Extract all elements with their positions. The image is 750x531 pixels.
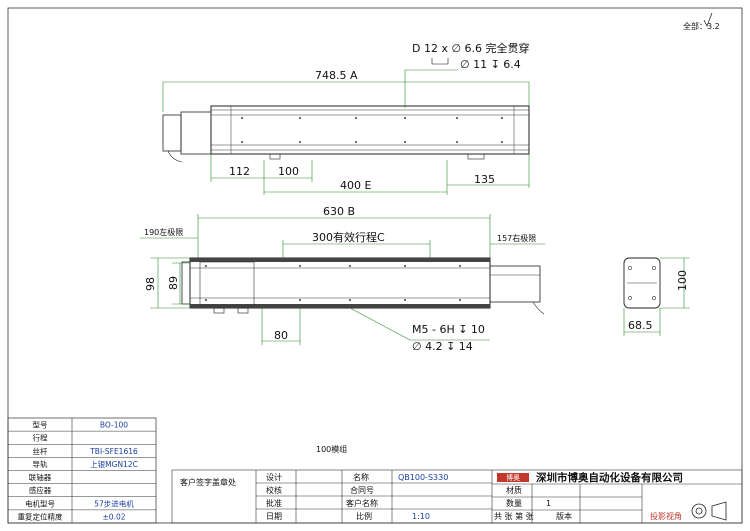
thread-note-line2: ∅ 4.2 ↧ 14	[412, 340, 473, 353]
sheet-count: 共 张 第 张	[494, 511, 534, 521]
counterbore-note: D 12 x ∅ 6.6 完全贯穿 ∅ 11 ↧ 6.4	[404, 41, 530, 108]
side-dimensions	[623, 257, 690, 336]
company-logo-text: 博奥	[506, 473, 520, 482]
front-view	[181, 257, 545, 315]
spec-value: BO-100	[100, 421, 128, 430]
dim-400: 400 E	[340, 179, 371, 192]
name-label: 名称	[353, 472, 369, 482]
title-block	[171, 469, 743, 524]
top-dimensions	[162, 81, 530, 195]
company-logo	[497, 473, 529, 482]
design-label: 设计	[266, 472, 282, 482]
counterbore-line2: ∅ 11 ↧ 6.4	[460, 58, 521, 71]
dim-112: 112	[229, 165, 250, 178]
dim-side-68-5: 68.5	[628, 319, 653, 332]
name-value: QB100-S330	[398, 473, 448, 482]
dim-side-100: 100	[676, 270, 689, 291]
spec-label: 行程	[33, 433, 48, 443]
side-view	[623, 257, 661, 309]
dim-overall-length: 748.5 A	[315, 69, 358, 82]
version-label: 版本	[556, 511, 572, 521]
spec-value: 57步进电机	[94, 498, 134, 508]
projection-symbol	[691, 501, 727, 521]
scale-label: 比例	[356, 511, 372, 521]
dim-left-limit: 190左极限	[144, 227, 183, 237]
dim-135: 135	[474, 173, 495, 186]
scale-value: 1:10	[412, 512, 430, 521]
spec-label: 感应器	[29, 485, 52, 495]
customer-name-label: 客户名称	[346, 498, 378, 508]
spec-label: 丝杆	[33, 446, 48, 456]
dim-100-top: 100	[278, 165, 299, 178]
quantity-label: 数量	[506, 498, 522, 508]
spec-label: 导轨	[33, 459, 48, 469]
company-name: 深圳市博奥自动化设备有限公司	[536, 471, 683, 484]
counterbore-line1: D 12 x ∅ 6.6 完全贯穿	[412, 41, 530, 55]
spec-label: 电机型号	[25, 498, 55, 508]
quantity-value: 1	[546, 499, 551, 508]
dim-80: 80	[274, 329, 288, 342]
spec-label: 型号	[33, 421, 48, 430]
spec-label: 重复定位精度	[18, 511, 63, 521]
dim-89: 89	[167, 276, 180, 290]
dim-right-limit: 157右极限	[497, 233, 536, 243]
top-view	[162, 105, 530, 163]
contract-label: 合同号	[350, 485, 374, 495]
check-label: 校核	[266, 485, 282, 495]
thread-note-line1: M5 - 6H ↧ 10	[412, 323, 485, 336]
dim-630: 630 B	[323, 205, 355, 218]
module-label: 100模组	[316, 444, 347, 454]
spec-value: TBI-SFE1616	[89, 447, 138, 456]
sheet-border	[7, 7, 743, 524]
customer-sign-label: 客户签字盖章处	[180, 477, 236, 487]
spec-label: 联轴器	[29, 472, 52, 482]
spec-value: ±0.02	[103, 512, 126, 521]
roughness-text: 全部：3.2	[683, 21, 720, 31]
projection-label: 投影视角	[650, 511, 682, 521]
front-dimensions	[140, 214, 545, 345]
spec-value: 上银MGN12C	[90, 460, 138, 469]
roughness-symbol: 全部：3.2	[683, 12, 720, 31]
material-label: 材质	[506, 485, 522, 495]
date-label: 日期	[266, 512, 282, 521]
approve-label: 批准	[266, 498, 282, 508]
dim-98: 98	[144, 277, 157, 291]
dim-stroke: 300有效行程C	[312, 230, 385, 244]
